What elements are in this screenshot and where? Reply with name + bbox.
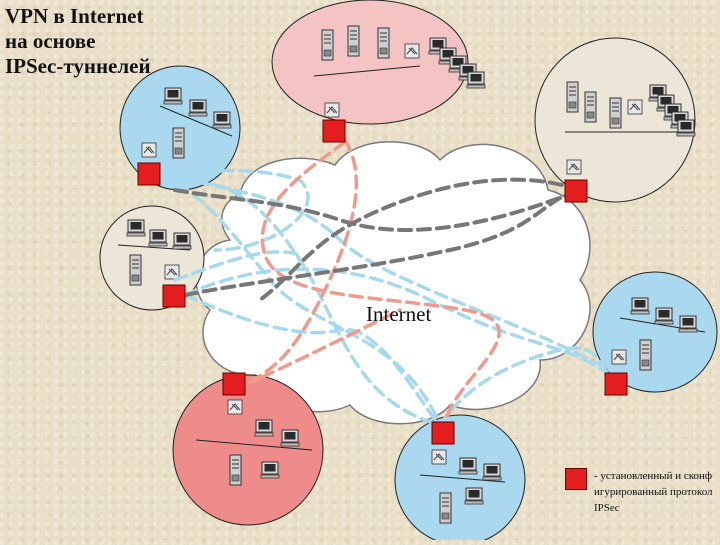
- workstation-icon: [466, 71, 486, 89]
- tunnel-salmon: [260, 140, 501, 427]
- workstation-icon: [172, 232, 192, 250]
- server-icon: [172, 127, 185, 159]
- ipsec-device: [162, 284, 186, 308]
- title-line-3: IPSec-туннелей: [5, 54, 151, 78]
- router-icon: [141, 142, 157, 158]
- router-icon: [566, 159, 582, 175]
- tunnel-blue: [183, 293, 442, 427]
- ipsec-device: [604, 372, 628, 396]
- internet-label: Internet: [366, 302, 432, 326]
- tunnel-blue: [173, 178, 442, 427]
- workstation-icon: [678, 315, 698, 333]
- server-icon: [229, 454, 242, 486]
- site-bottom-left-boundary: [172, 374, 324, 526]
- site-bottom-center: [394, 414, 526, 545]
- legend-text: - установленный и сконфигурированный про…: [594, 470, 713, 514]
- lan-bus: [159, 105, 233, 137]
- site-top-center: [271, 0, 486, 125]
- title-line-2: на основе: [5, 29, 96, 53]
- workstation-icon: [126, 219, 146, 237]
- workstation-icon: [254, 419, 274, 437]
- workstation-icon: [163, 87, 183, 105]
- tunnel-blue: [173, 250, 302, 282]
- page-title: VPN в Internet на основе IPSec-туннелей: [5, 4, 151, 79]
- ipsec-device: [564, 179, 588, 203]
- router-icon: [431, 449, 447, 465]
- workstation-icon: [260, 461, 280, 479]
- site-mid-right: [592, 271, 718, 393]
- router-icon: [627, 99, 643, 115]
- tunnel-blue: [163, 168, 310, 252]
- tunnel-gray: [173, 188, 582, 232]
- lan-bus: [313, 65, 421, 77]
- workstation-icon: [188, 99, 208, 117]
- server-icon: [439, 492, 452, 524]
- tunnel-gray: [258, 177, 582, 302]
- ipsec-device: [431, 421, 455, 445]
- router-icon: [164, 264, 180, 280]
- workstation-icon: [458, 457, 478, 475]
- ipsec-device: [137, 162, 161, 186]
- server-icon: [129, 254, 142, 286]
- router-icon: [404, 43, 420, 59]
- tunnel-gray: [183, 188, 582, 297]
- router-icon: [611, 349, 627, 365]
- site-mid-left-boundary: [99, 205, 205, 311]
- lan-bus: [419, 474, 506, 483]
- workstation-icon: [630, 297, 650, 315]
- tunnel-blue: [183, 267, 612, 377]
- ipsec-tunnels: [158, 138, 612, 427]
- legend-ipsec-swatch: [565, 468, 587, 490]
- server-icon: [377, 27, 390, 59]
- site-top-right: [534, 37, 696, 203]
- workstation-icon: [676, 119, 696, 137]
- tunnel-salmon: [243, 308, 402, 387]
- workstation-icon: [482, 463, 502, 481]
- workstation-icon: [148, 229, 168, 247]
- router-icon: [227, 399, 243, 415]
- tunnel-blue: [438, 346, 612, 427]
- title-line-1: VPN в Internet: [5, 4, 144, 28]
- workstation-icon: [212, 111, 232, 129]
- workstation-icon: [464, 487, 484, 505]
- server-icon: [347, 25, 360, 57]
- server-icon: [584, 91, 597, 123]
- site-top-center-boundary: [271, 0, 469, 125]
- site-bottom-left: [172, 374, 324, 526]
- site-mid-left: [99, 205, 205, 311]
- router-icon: [324, 102, 340, 118]
- workstation-icon: [654, 307, 674, 325]
- server-icon: [566, 81, 579, 113]
- server-icon: [639, 339, 652, 371]
- server-icon: [321, 29, 334, 61]
- server-icon: [609, 97, 622, 129]
- workstation-icon: [280, 429, 300, 447]
- lan-bus: [195, 439, 313, 451]
- site-bottom-center-boundary: [394, 414, 526, 545]
- tunnel-salmon: [243, 138, 358, 387]
- ipsec-device: [322, 119, 346, 143]
- ipsec-device: [222, 372, 246, 396]
